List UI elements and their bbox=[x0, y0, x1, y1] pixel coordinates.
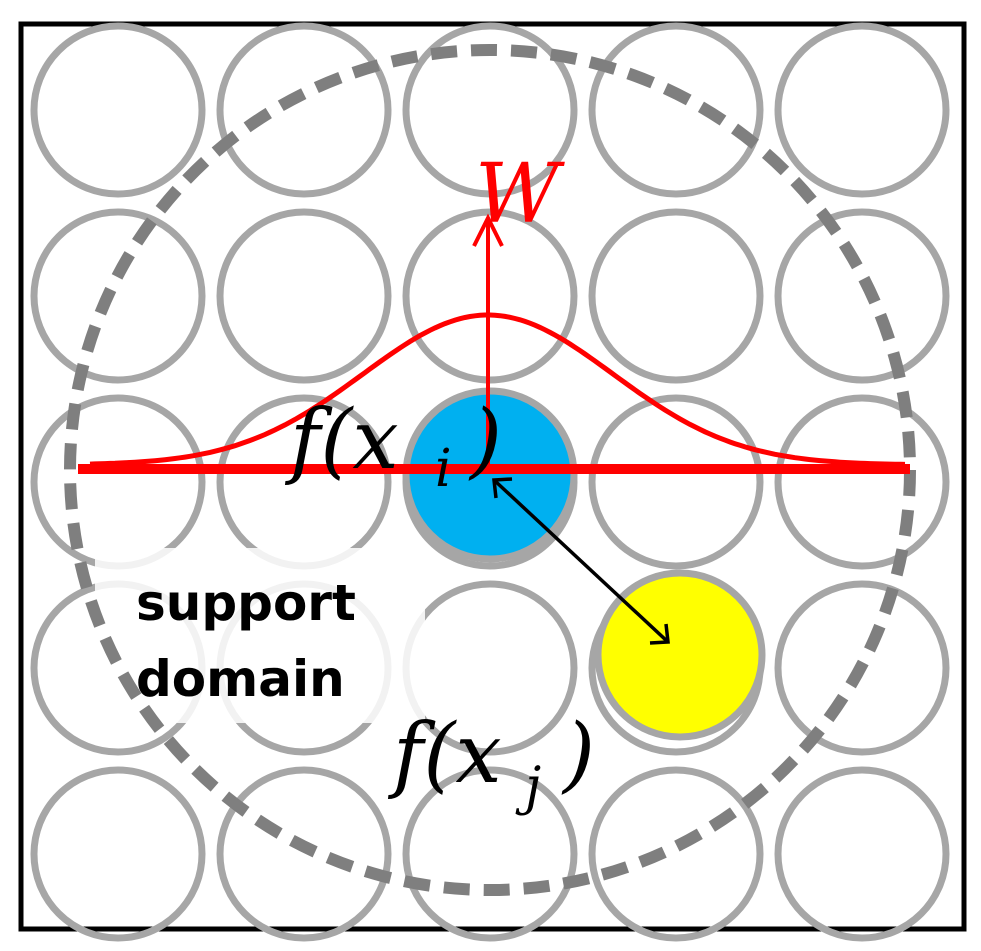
particle-1-1 bbox=[216, 208, 392, 384]
particle-1-0 bbox=[30, 208, 206, 384]
particle-0-0 bbox=[30, 22, 206, 198]
weight-axis-arrowhead bbox=[472, 213, 504, 247]
particle-3-4 bbox=[774, 580, 950, 756]
particle-4-0 bbox=[30, 766, 206, 942]
support-domain-label-line1: support bbox=[136, 574, 356, 632]
svg-text:): ) bbox=[561, 707, 595, 802]
neighbor-particle-label: f(x j ) bbox=[387, 707, 595, 817]
particle-0-2 bbox=[402, 22, 578, 198]
particle-4-2 bbox=[402, 766, 578, 942]
svg-text:i: i bbox=[435, 439, 452, 499]
svg-text:f(x: f(x bbox=[284, 393, 399, 488]
particle-4-1 bbox=[216, 766, 392, 942]
kernel-curve bbox=[89, 312, 906, 467]
label-mask bbox=[95, 548, 425, 723]
distance-arrowhead-end bbox=[649, 623, 670, 645]
particle-0-3 bbox=[588, 22, 764, 198]
particle-4-3 bbox=[588, 766, 764, 942]
center-particle-label: f(x i ) bbox=[284, 393, 502, 499]
particle-1-3 bbox=[588, 208, 764, 384]
support-domain-label-line2: domain bbox=[136, 650, 345, 708]
particle-2-3 bbox=[588, 394, 764, 570]
weight-axis-label: W bbox=[475, 147, 565, 242]
distance-arrowhead-start bbox=[492, 477, 513, 499]
particle-1-4 bbox=[774, 208, 950, 384]
distance-arrow bbox=[492, 477, 670, 645]
particle-0-1 bbox=[216, 22, 392, 198]
particle-4-4 bbox=[774, 766, 950, 942]
particle-2-4 bbox=[774, 394, 950, 570]
svg-text:): ) bbox=[468, 393, 502, 488]
svg-text:f(x: f(x bbox=[387, 707, 502, 802]
particle-0-4 bbox=[774, 22, 950, 198]
